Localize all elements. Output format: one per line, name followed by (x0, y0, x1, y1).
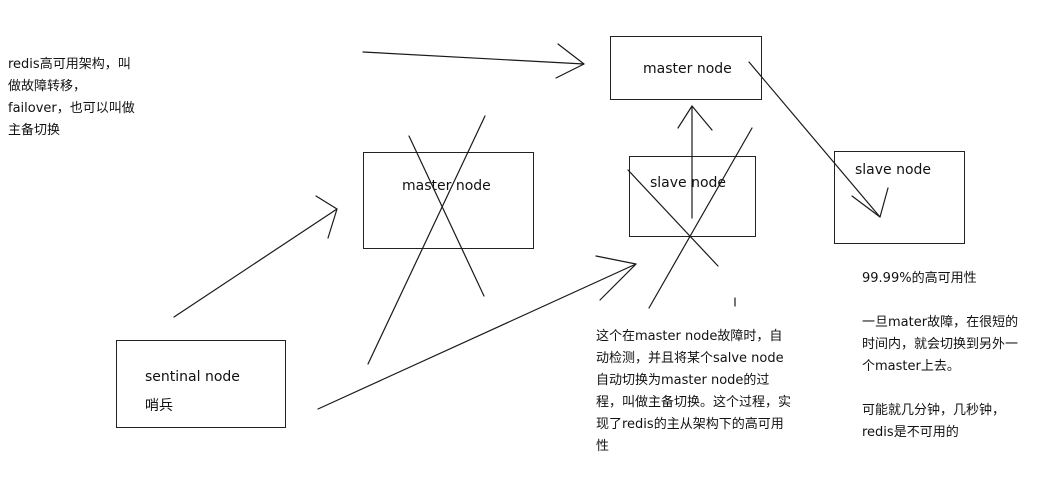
availability-note-spacer (862, 290, 1018, 312)
arrow-master-to-right-slave-shaft (748, 61, 881, 218)
availability-note-line: 一旦mater故障，在很短的 (862, 315, 1019, 330)
cross-master-stroke-2 (408, 135, 485, 297)
master-node-crossed-box: master node (363, 152, 534, 249)
slave-node-right-label: slave node (855, 162, 932, 178)
master-node-top-label: master node (643, 61, 732, 77)
cross-slave-stroke-1 (648, 127, 753, 309)
failover-note-line: 性 (596, 439, 610, 454)
intro-note-line: failover，也可以叫做 (8, 101, 135, 116)
availability-note-line: 时间内，就会切换到另外一 (862, 337, 1019, 352)
intro-note-line: redis高可用架构，叫 (8, 57, 131, 72)
availability-note-line: redis是不可用的 (862, 425, 959, 440)
arrow-slave-to-master-up-head (677, 105, 713, 131)
arrow-sentinal-to-master-shaft (173, 208, 338, 318)
sentinal-node-label: sentinal node (145, 369, 240, 385)
arrow-sentinal-to-slave-head (595, 255, 637, 301)
failover-note-line: 动检测，并且将某个salve node (596, 351, 784, 366)
intro-note: redis高可用架构，叫 做故障转移， failover，也可以叫做 主备切换 (8, 54, 135, 142)
failover-note: 这个在master node故障时，自 动检测，并且将某个salve node … (596, 326, 791, 458)
availability-note: 99.99%的高可用性 一旦mater故障，在很短的 时间内，就会切换到另外一 … (862, 268, 1018, 444)
master-node-crossed-label: master node (402, 178, 491, 194)
cross-master-stroke-1 (367, 115, 486, 365)
failover-note-line: 现了redis的主从架构下的高可用 (596, 417, 784, 432)
failover-note-line: 这个在master node故障时，自 (596, 329, 783, 344)
arrow-to-master-top-shaft (362, 51, 585, 65)
failover-note-line: 自动切换为master node的过 (596, 373, 770, 388)
arrow-sentinal-to-slave-shaft (317, 263, 637, 410)
availability-note-title: 99.99%的高可用性 (862, 271, 977, 286)
arrow-sentinal-to-master-head (315, 195, 338, 239)
availability-note-line: 可能就几分钟，几秒钟， (862, 403, 1006, 418)
intro-note-line: 做故障转移， (8, 79, 87, 94)
availability-note-spacer (862, 378, 1018, 400)
master-node-top-box: master node (610, 36, 762, 100)
sentinal-node-box: sentinal node 哨兵 (116, 340, 286, 428)
intro-note-line: 主备切换 (8, 123, 61, 138)
cross-slave-stroke-2 (627, 169, 719, 267)
availability-note-line: 个master上去。 (862, 359, 960, 374)
sentinal-node-sublabel: 哨兵 (145, 398, 173, 414)
arrow-master-to-right-slave-head (851, 187, 889, 218)
slave-node-crossed-label: slave node (650, 175, 727, 191)
arrow-to-master-top-head (555, 43, 585, 79)
slave-node-right-box: slave node (834, 151, 965, 244)
failover-note-line: 程，叫做主备切换。这个过程，实 (596, 395, 792, 410)
